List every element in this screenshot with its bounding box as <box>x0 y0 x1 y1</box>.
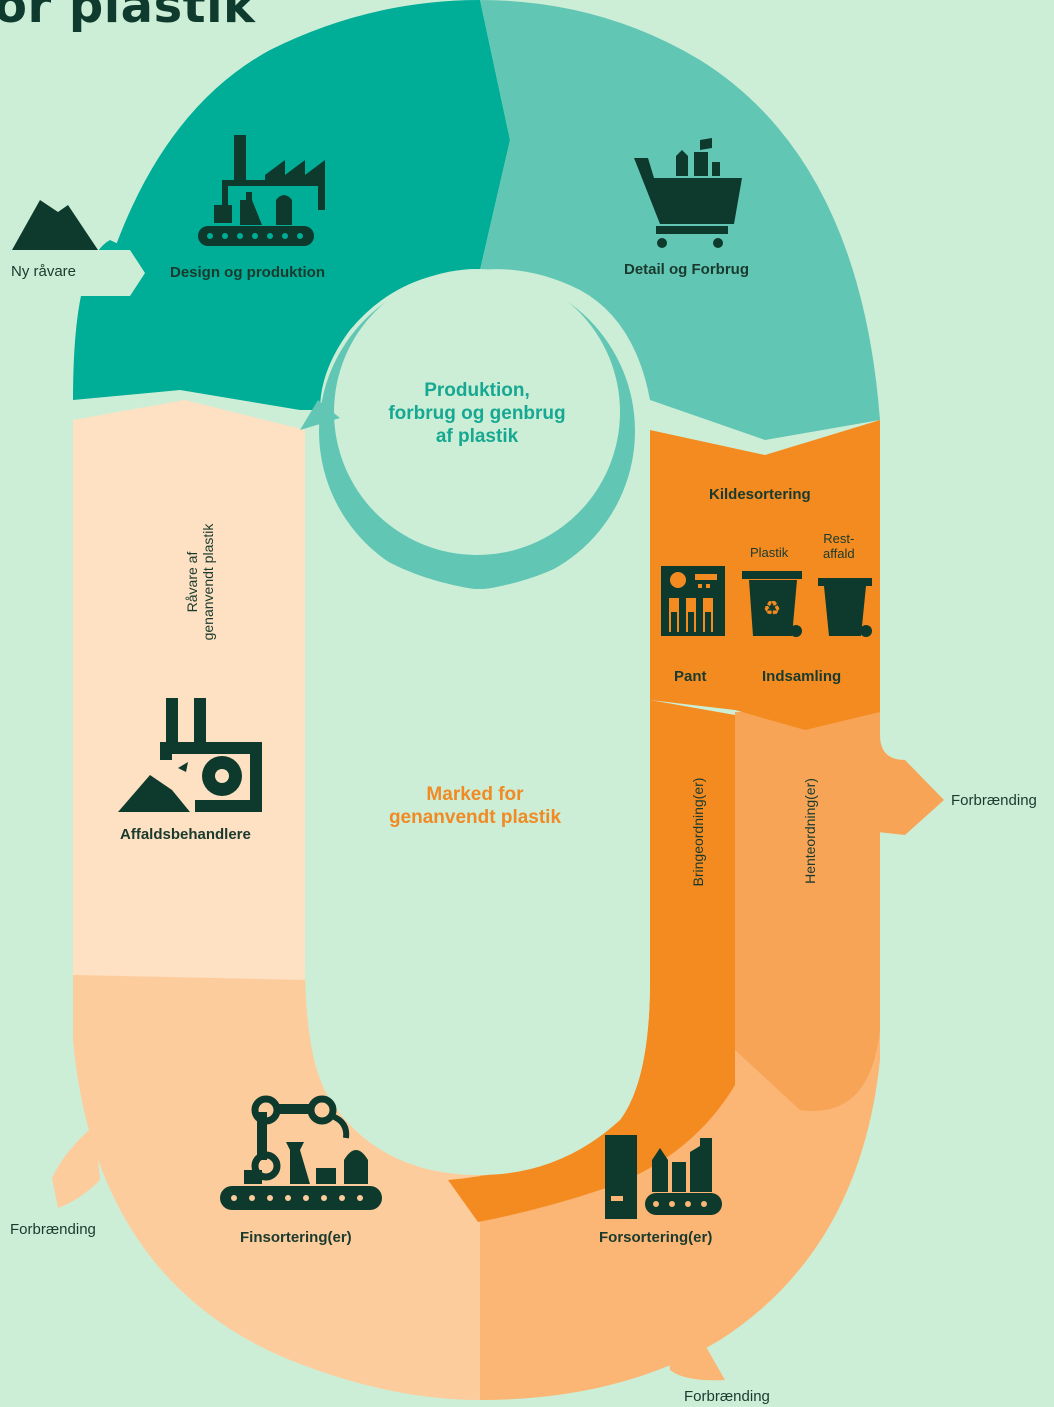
market-title: Marked for genanvendt plastik <box>360 783 590 829</box>
market-hole <box>305 470 650 1175</box>
center-title-line3: af plastik <box>435 426 519 447</box>
plastic-bin-label: Plastik <box>750 545 789 560</box>
bring-band <box>448 700 735 1222</box>
page-title-fragment: or plastik <box>0 0 256 34</box>
center-title: Produktion, forbrug og genbrug af plasti… <box>357 379 597 448</box>
center-title-line2: forbrug og genbrug <box>388 403 566 424</box>
lower-u-left <box>73 960 480 1400</box>
market-title-line2: genanvendt plastik <box>388 807 562 828</box>
recycled-band <box>73 400 305 980</box>
design-production-label: Design og produktion <box>170 264 325 281</box>
pickup-band <box>735 712 880 1111</box>
waste-handlers-label: Affaldsbehandlere <box>120 826 251 843</box>
rest-waste-line2: affald <box>823 546 855 561</box>
plastic-bin-icon: ♻ <box>742 571 802 637</box>
center-title-line1: Produktion, <box>424 380 530 401</box>
ring-notch <box>300 400 340 430</box>
shredder-icon <box>118 698 262 812</box>
recycled-raw-material-label: Råvare af genanvendt plastik <box>184 512 216 652</box>
recycled-line1: Råvare af <box>184 551 200 613</box>
robot-arm-icon <box>220 1095 382 1210</box>
collection-label: Indsamling <box>762 668 842 685</box>
rest-waste-label: Rest- affald <box>823 531 855 561</box>
center-disc <box>334 269 620 555</box>
fine-sorting-label: Finsortering(er) <box>240 1229 352 1246</box>
input-arrow <box>0 250 145 296</box>
pre-sorting-label: Forsortering(er) <box>599 1229 713 1246</box>
market-title-line1: Marked for <box>426 784 524 805</box>
recycled-line2: genanvendt plastik <box>200 523 216 641</box>
rest-waste-line1: Rest- <box>823 531 855 546</box>
bring-scheme-label: Bringeordning(er) <box>690 777 706 887</box>
source-sorting-label: Kildesortering <box>709 486 811 503</box>
cart-icon <box>634 138 742 248</box>
pickup-scheme-label: Henteordning(er) <box>802 778 818 884</box>
incineration-left-label: Forbrænding <box>10 1221 96 1238</box>
incineration-right-label: Forbrænding <box>951 792 1037 809</box>
incineration-bottom-label: Forbrænding <box>684 1388 770 1405</box>
rest-bin-icon <box>818 578 872 637</box>
deposit-machine-icon <box>661 566 725 636</box>
deposit-label: Pant <box>674 668 707 685</box>
mountain-icon <box>12 200 98 250</box>
factory-icon <box>198 135 325 246</box>
retail-consumption-label: Detail og Forbrug <box>624 261 749 278</box>
svg-text:♻: ♻ <box>763 596 781 620</box>
raw-material-label: Ny råvare <box>11 263 77 280</box>
pre-sorting-icon <box>605 1135 722 1219</box>
outflow-left <box>52 1125 100 1208</box>
